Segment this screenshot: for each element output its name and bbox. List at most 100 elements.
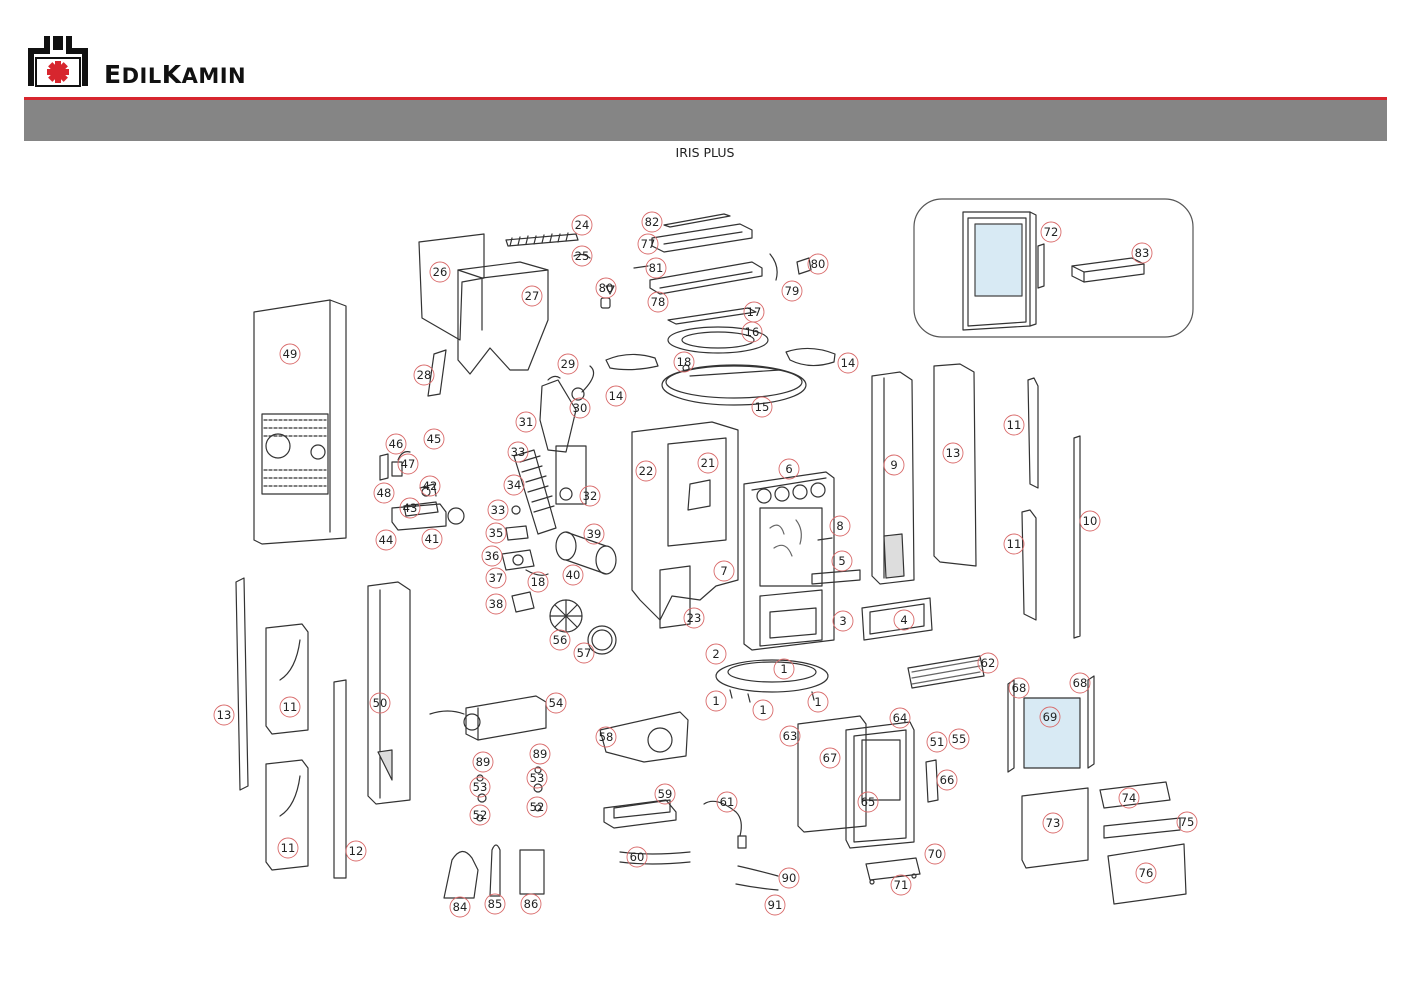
callout-72: 72 (1040, 221, 1062, 243)
callout-14b: 14 (605, 385, 627, 407)
header-grey-bar (24, 100, 1387, 141)
callout-74: 74 (1118, 787, 1140, 809)
rear-panel (253, 299, 347, 545)
callout-35: 35 (485, 522, 507, 544)
callout-circle (936, 769, 958, 791)
callout-circle (673, 351, 695, 373)
callout-26: 26 (429, 261, 451, 283)
callout-83: 83 (1131, 242, 1153, 264)
lower-right-panels (1021, 781, 1187, 905)
callout-circle (857, 791, 879, 813)
callout-circle (1039, 706, 1061, 728)
callout-81: 81 (645, 257, 667, 279)
callout-circle (595, 726, 617, 748)
callout-15: 15 (751, 396, 773, 418)
callout-circle (977, 652, 999, 674)
callout-circle (1003, 414, 1025, 436)
callout-label: 57 (577, 646, 592, 660)
callout-58: 58 (595, 726, 617, 748)
callout-label: 54 (549, 696, 564, 710)
callout-label: 28 (417, 368, 432, 382)
top-cover-parts (600, 213, 836, 406)
callout-86: 86 (520, 893, 542, 915)
callout-circle (883, 454, 905, 476)
callout-circle (1131, 242, 1153, 264)
callout-label: 76 (1139, 866, 1154, 880)
callout-circle (469, 776, 491, 798)
callout-circle (1135, 862, 1157, 884)
callout-label: 62 (981, 656, 996, 670)
callout-label: 21 (701, 456, 716, 470)
callout-label: 51 (930, 735, 945, 749)
callout-label: 68 (1073, 676, 1088, 690)
callout-10: 10 (1079, 510, 1101, 532)
callout-49: 49 (279, 343, 301, 365)
callout-label: 72 (1044, 225, 1059, 239)
callout-73: 73 (1042, 812, 1064, 834)
callout-circle (683, 607, 705, 629)
callout-18b: 18 (527, 571, 549, 593)
callout-label: 11 (281, 841, 296, 855)
callout-circle (369, 692, 391, 714)
callout-62: 62 (977, 652, 999, 674)
callout-circle (1079, 510, 1101, 532)
callout-label: 4 (900, 613, 907, 627)
callout-34: 34 (503, 474, 525, 496)
callout-circle (485, 567, 507, 589)
callout-circle (573, 642, 595, 664)
callout-6: 6 (778, 458, 800, 480)
callout-label: 36 (485, 549, 500, 563)
callout-label: 37 (489, 571, 504, 585)
callout-circle (397, 453, 419, 475)
callout-33b: 33 (487, 499, 509, 521)
lower-internals (599, 711, 779, 891)
callout-circle (764, 894, 786, 916)
callout-label: 59 (658, 787, 673, 801)
callout-5: 5 (831, 550, 853, 572)
callout-label: 89 (476, 755, 491, 769)
callout-60: 60 (626, 846, 648, 868)
side-glass-panel (1007, 675, 1095, 773)
callout-label: 32 (583, 489, 598, 503)
callout-23: 23 (683, 607, 705, 629)
callout-label: 82 (645, 215, 660, 229)
callout-27: 27 (521, 285, 543, 307)
callout-label: 1 (780, 662, 787, 676)
callout-label: 33 (511, 445, 526, 459)
callout-45: 45 (423, 428, 445, 450)
callout-label: 74 (1122, 791, 1137, 805)
callout-circle (1069, 672, 1091, 694)
right-side-panels (871, 363, 1081, 689)
callout-label: 58 (599, 730, 614, 744)
callout-61: 61 (716, 791, 738, 813)
callout-circle (1042, 812, 1064, 834)
callout-circle (829, 515, 851, 537)
callout-label: 11 (1007, 537, 1022, 551)
callout-1b: 1 (705, 690, 727, 712)
callout-11c: 11 (279, 696, 301, 718)
callout-label: 18 (531, 575, 546, 589)
callout-85: 85 (484, 893, 506, 915)
callout-circle (385, 433, 407, 455)
callout-circle (705, 643, 727, 665)
callout-label: 69 (1043, 710, 1058, 724)
callout-circle (484, 893, 506, 915)
callout-label: 1 (712, 694, 719, 708)
callout-circle (429, 261, 451, 283)
callout-label: 78 (651, 295, 666, 309)
callout-circle (1176, 811, 1198, 833)
callout-label: 23 (687, 611, 702, 625)
callout-label: 84 (453, 900, 468, 914)
callout-label: 16 (745, 325, 760, 339)
callout-label: 34 (507, 478, 522, 492)
callout-12: 12 (345, 840, 367, 862)
callout-circle (641, 211, 663, 233)
callout-label: 90 (782, 871, 797, 885)
callout-circle (778, 867, 800, 889)
callout-label: 25 (575, 249, 590, 263)
callout-circle (413, 364, 435, 386)
callout-circle (654, 783, 676, 805)
callout-circle (781, 280, 803, 302)
callout-label: 91 (768, 898, 783, 912)
callout-11b: 11 (1003, 533, 1025, 555)
